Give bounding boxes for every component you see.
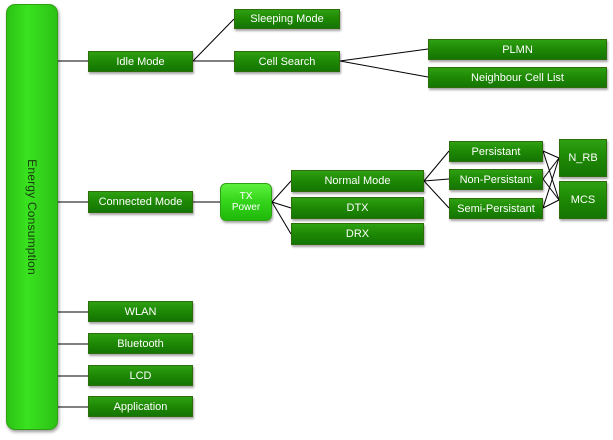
normal-mode-node[interactable]: Normal Mode: [291, 170, 424, 192]
plmn-node[interactable]: PLMN: [428, 39, 607, 60]
link-nonpersistant-mcs: [542, 178, 560, 201]
link-normal-semipersistant: [423, 180, 450, 209]
connected-mode-node[interactable]: Connected Mode: [88, 191, 193, 213]
energy-consumption-label: Energy Consumption: [25, 159, 40, 275]
link-normal-nonpersistant: [423, 178, 450, 182]
link-normal-persistant: [423, 150, 450, 182]
link-cellsearch-plmn: [339, 48, 429, 62]
link-idle-sleeping: [192, 18, 235, 62]
wlan-node[interactable]: WLAN: [88, 301, 193, 322]
link-cellsearch-neighbour: [339, 60, 429, 78]
application-node[interactable]: Application: [88, 396, 193, 417]
link-persistant-nrb: [542, 150, 560, 159]
non-persistant-node[interactable]: Non-Persistant: [449, 169, 543, 190]
cell-search-node[interactable]: Cell Search: [234, 51, 340, 72]
link-nonpersistant-nrb: [542, 157, 560, 180]
neighbour-cell-list-node[interactable]: Neighbour Cell List: [428, 67, 607, 88]
n-rb-node[interactable]: N_RB: [559, 139, 607, 177]
link-txpower-drx: [271, 201, 292, 235]
drx-node[interactable]: DRX: [291, 223, 424, 245]
link-semipersistant-nrb: [542, 157, 560, 209]
tx-power-line2: Power: [231, 202, 261, 213]
link-txpower-normal: [271, 180, 292, 203]
dtx-node[interactable]: DTX: [291, 197, 424, 219]
link-persistant-mcs: [542, 150, 560, 201]
semi-persistant-node[interactable]: Semi-Persistant: [449, 198, 543, 219]
bluetooth-node[interactable]: Bluetooth: [88, 333, 193, 354]
link-txpower-dtx: [271, 201, 292, 209]
persistant-node[interactable]: Persistant: [449, 141, 543, 162]
link-semipersistant-mcs: [542, 199, 560, 209]
sleeping-mode-node[interactable]: Sleeping Mode: [234, 9, 340, 29]
mcs-node[interactable]: MCS: [559, 181, 607, 219]
energy-consumption-root[interactable]: Energy Consumption: [6, 4, 58, 430]
tx-power-node[interactable]: TX Power: [220, 183, 272, 221]
idle-mode-node[interactable]: Idle Mode: [88, 51, 193, 72]
lcd-node[interactable]: LCD: [88, 365, 193, 386]
tx-power-line1: TX: [239, 191, 253, 202]
